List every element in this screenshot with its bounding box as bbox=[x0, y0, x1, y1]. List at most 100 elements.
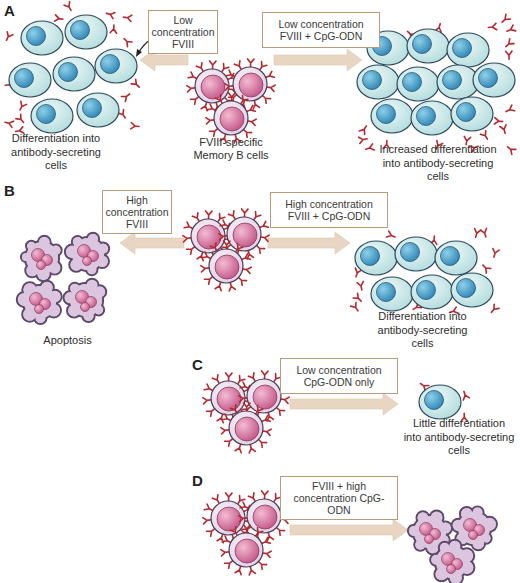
antibody bbox=[500, 125, 508, 134]
cell-fill bbox=[68, 305, 80, 317]
process-arrow bbox=[290, 519, 408, 541]
nucleus-fragment bbox=[83, 257, 92, 266]
cell-cluster: Little differentiation into antibody-sec… bbox=[398, 385, 520, 457]
antibody bbox=[261, 371, 268, 379]
antibody-secreting-cell bbox=[473, 63, 515, 97]
antibody-secreting-cell bbox=[77, 93, 119, 127]
cell-fill bbox=[37, 268, 49, 280]
cell-fill bbox=[88, 234, 98, 244]
cell-nucleus bbox=[417, 107, 436, 126]
process-arrow bbox=[290, 393, 398, 415]
cell-body bbox=[371, 99, 413, 133]
process-arrow bbox=[120, 232, 184, 254]
cell-nucleus bbox=[59, 63, 78, 82]
antibody bbox=[225, 83, 234, 90]
cell-fill bbox=[26, 265, 38, 277]
antibody-secreting-cell bbox=[53, 57, 95, 91]
cell-body bbox=[65, 15, 107, 49]
panel-letter: B bbox=[4, 182, 15, 199]
condition-text: Low concentration FVIII bbox=[151, 14, 214, 50]
antibody bbox=[261, 491, 268, 499]
cell-fill bbox=[453, 520, 464, 531]
antibody-secreting-cell bbox=[411, 275, 453, 309]
antibody bbox=[473, 229, 481, 238]
antibody bbox=[386, 231, 396, 240]
cell-body bbox=[395, 237, 437, 271]
cell-cluster: FVIII-specific Memory B cells bbox=[188, 50, 274, 162]
antibody bbox=[55, 15, 64, 22]
cell-fill bbox=[41, 282, 53, 294]
cell-body bbox=[371, 277, 413, 311]
cell-nucleus bbox=[457, 279, 476, 298]
cell-body bbox=[191, 219, 225, 253]
cell-fill bbox=[473, 507, 483, 517]
antibody bbox=[183, 235, 192, 242]
condition-box: High concentration FVIII bbox=[102, 190, 172, 234]
cell-body bbox=[397, 67, 439, 101]
cell-nucleus bbox=[217, 387, 241, 411]
cell-body bbox=[214, 101, 248, 135]
cell-nucleus bbox=[215, 255, 239, 279]
cell-nucleus bbox=[217, 507, 241, 531]
antibody-secreting-cell bbox=[371, 277, 413, 311]
antibody bbox=[205, 211, 212, 219]
condition-text: High concentration FVIII bbox=[105, 194, 168, 230]
cell-fill bbox=[83, 311, 93, 321]
antibody-layer bbox=[4, 2, 516, 421]
antibody bbox=[353, 293, 363, 303]
cell-fill bbox=[440, 543, 450, 553]
condition-text: FVIII + high concentration CpG-ODN bbox=[285, 480, 393, 516]
cell-fill bbox=[440, 522, 451, 533]
cell-nucleus bbox=[441, 247, 460, 266]
cell-body bbox=[411, 101, 453, 135]
memory-b-cell bbox=[206, 93, 256, 143]
cell-caption: Little differentiation into antibody-sec… bbox=[403, 417, 515, 457]
antibody-secreting-cell bbox=[21, 21, 63, 55]
antibody bbox=[491, 249, 499, 258]
cell-body bbox=[211, 501, 245, 535]
cell-fill bbox=[435, 568, 447, 580]
cell-body bbox=[9, 63, 51, 97]
cell-nucleus bbox=[363, 71, 382, 90]
cell-body bbox=[95, 49, 137, 83]
cell-cluster bbox=[408, 505, 498, 580]
antibody-secreting-cell bbox=[65, 15, 107, 49]
antibody bbox=[481, 263, 491, 273]
condition-box: FVIII + high concentration CpG-ODN bbox=[280, 476, 398, 520]
cell-fill bbox=[98, 244, 108, 254]
antibody bbox=[4, 32, 13, 42]
cell-nucleus bbox=[253, 505, 277, 529]
cell-body bbox=[229, 411, 263, 445]
panel-letter: D bbox=[192, 472, 203, 489]
nucleus-fragment bbox=[447, 565, 456, 574]
cell-caption: FVIII-specific Memory B cells bbox=[189, 136, 273, 162]
cell-body bbox=[451, 97, 493, 131]
cell-body bbox=[211, 381, 245, 415]
antibody bbox=[359, 124, 369, 134]
antibody bbox=[247, 59, 254, 67]
cell-nucleus bbox=[361, 247, 380, 266]
antibody bbox=[506, 144, 516, 154]
antibody-secreting-cell bbox=[419, 385, 461, 419]
cell-nucleus bbox=[239, 73, 263, 97]
antibody bbox=[500, 14, 510, 24]
cell-nucleus bbox=[15, 69, 34, 88]
cell-fill bbox=[66, 246, 79, 259]
antibody bbox=[221, 549, 230, 556]
cell-nucleus bbox=[235, 539, 259, 563]
cell-fill bbox=[483, 518, 496, 531]
cell-fill bbox=[65, 292, 76, 303]
cell-nucleus bbox=[479, 69, 498, 88]
cell-cluster bbox=[184, 210, 268, 292]
apoptotic-cell bbox=[430, 540, 474, 583]
cell-caption: Differentiation into antibody-secreting … bbox=[5, 132, 107, 172]
cell-caption: Increased differentiation into antibody-… bbox=[373, 143, 503, 183]
cell-fill bbox=[51, 246, 60, 255]
cell-body bbox=[447, 33, 489, 67]
cell-nucleus bbox=[101, 55, 120, 74]
nucleus-fragment bbox=[81, 303, 90, 312]
process-arrow bbox=[274, 49, 362, 71]
cell-body bbox=[419, 385, 461, 419]
antibody bbox=[16, 114, 26, 124]
antibody bbox=[239, 515, 248, 522]
